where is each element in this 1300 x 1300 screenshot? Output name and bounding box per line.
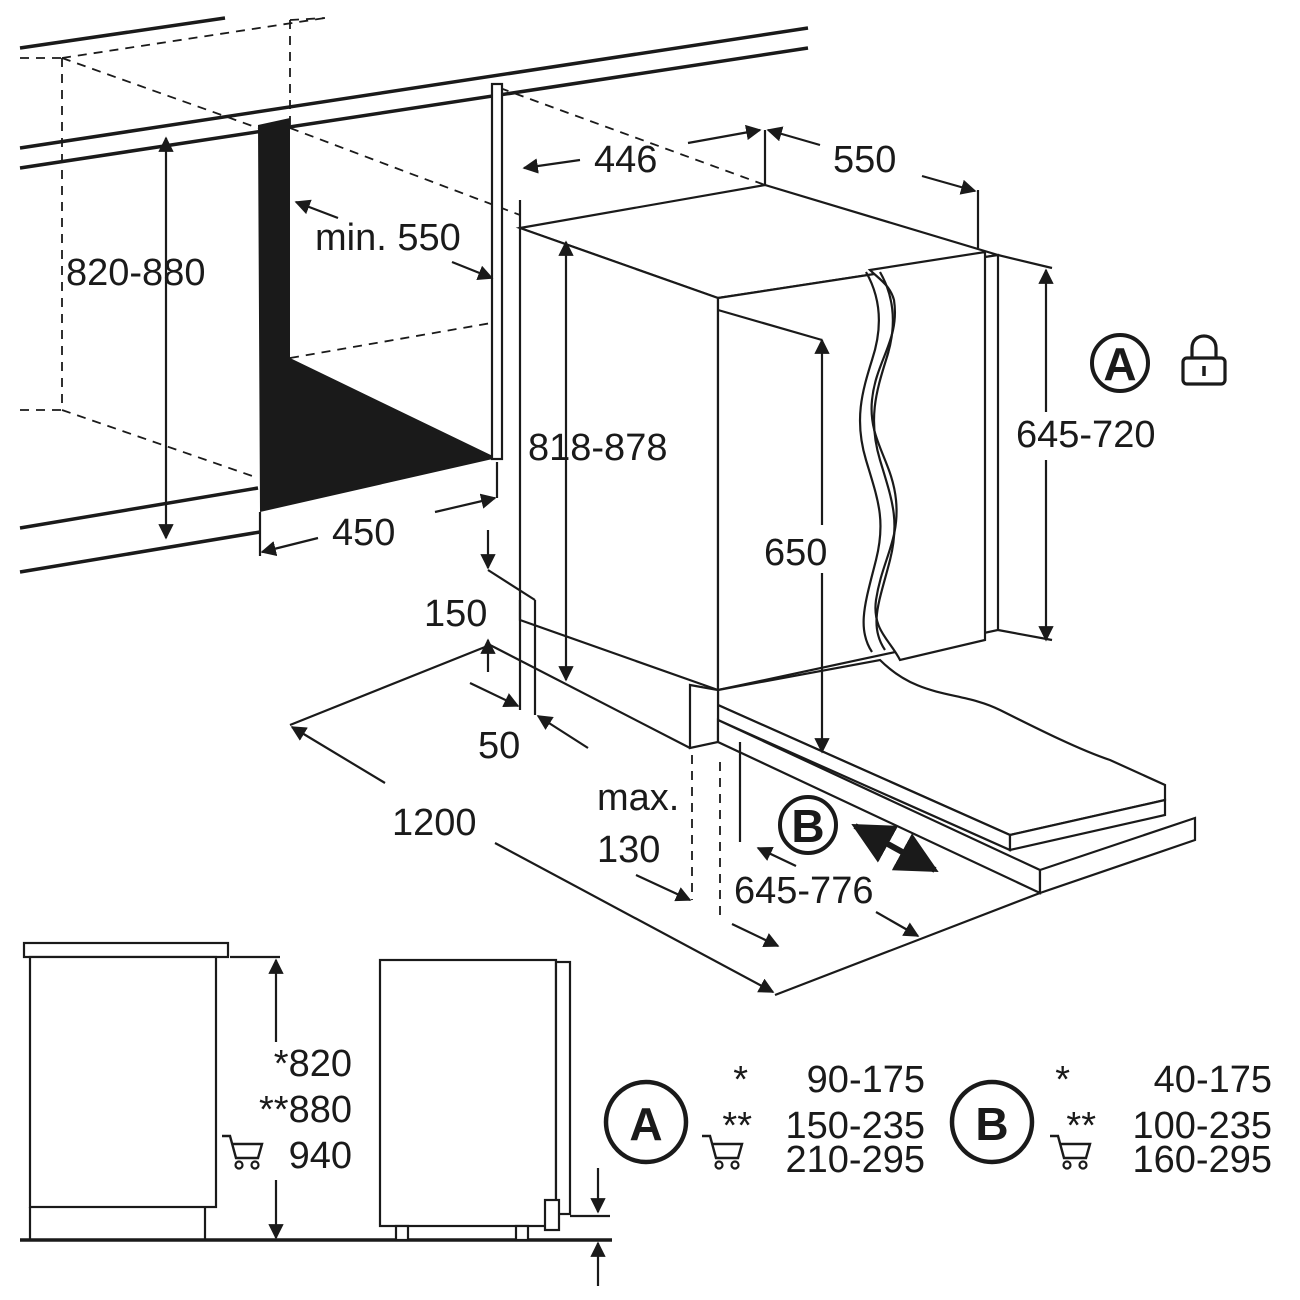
side-height-1: *820 (274, 1043, 352, 1085)
svg-text:*: * (733, 1059, 748, 1101)
table-a: A * 90-175 ** 150-235 210-295 (603, 1059, 925, 1181)
hidden-edges (20, 17, 766, 915)
appliance-depth-label: 550 (833, 139, 896, 181)
appliance-height-label: 818-878 (528, 427, 667, 469)
door-panel (858, 250, 987, 662)
svg-text:B: B (791, 800, 824, 852)
svg-text:150-235: 150-235 (786, 1105, 925, 1147)
svg-text:40-175: 40-175 (1154, 1059, 1272, 1101)
svg-text:**: ** (1066, 1105, 1096, 1147)
marker-a: A (1090, 333, 1150, 393)
open-door-depth-label: 1200 (392, 802, 477, 844)
plinth-gap-label: 150 (424, 593, 487, 635)
table-b: B * 40-175 ** 100-235 160-295 (949, 1059, 1272, 1181)
svg-text:**: ** (722, 1105, 752, 1147)
side-view-appliance (378, 958, 610, 1242)
appliance-width-label: 446 (594, 139, 657, 181)
svg-text:A: A (1103, 338, 1136, 390)
svg-text:160-295: 160-295 (1133, 1139, 1272, 1181)
plinth-range-label: 645-776 (734, 870, 873, 912)
niche-width-label: 450 (332, 512, 395, 554)
cabinet-height-label: 820-880 (66, 252, 205, 294)
niche-depth-label: min. 550 (315, 217, 461, 259)
svg-text:210-295: 210-295 (786, 1139, 925, 1181)
door-panel-height-label: 645-720 (1016, 414, 1155, 456)
open-door (489, 644, 1197, 895)
side-view-cabinet (20, 941, 612, 1242)
svg-text:90-175: 90-175 (807, 1059, 925, 1101)
side-height-3: 940 (289, 1135, 352, 1177)
lock-icon (1181, 334, 1227, 386)
plinth-max-label: 130 (597, 829, 660, 871)
countertop (19, 16, 809, 574)
svg-text:B: B (975, 1098, 1008, 1150)
plinth-offset-label: 50 (478, 725, 520, 767)
door-inner-height-label: 650 (764, 532, 827, 574)
svg-text:*: * (1055, 1059, 1070, 1101)
svg-text:100-235: 100-235 (1133, 1105, 1272, 1147)
niche-side-wall (258, 82, 504, 512)
svg-text:A: A (629, 1098, 662, 1150)
plinth-max-prefix: max. (597, 777, 679, 819)
marker-b: B (778, 795, 838, 855)
side-height-2: **880 (259, 1089, 352, 1131)
